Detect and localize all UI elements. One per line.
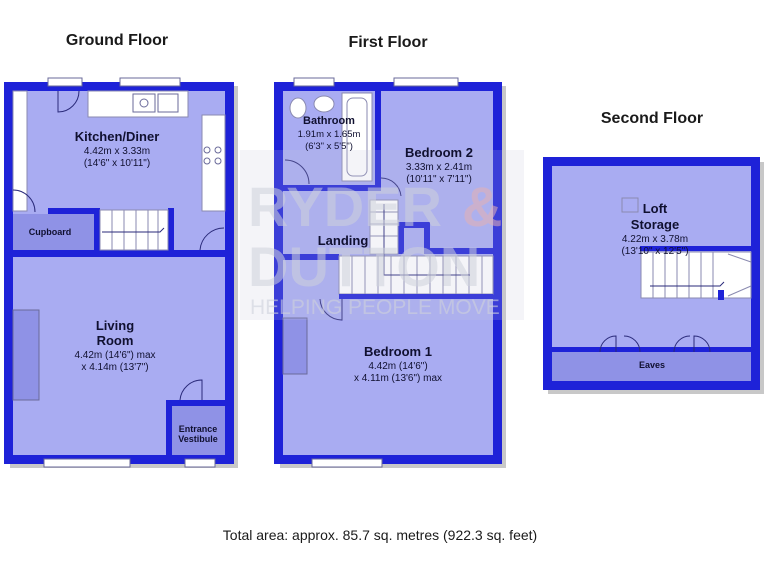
eaves-door-right-icon bbox=[673, 335, 691, 353]
bedroom2-metric: 3.33m x 2.41m bbox=[406, 162, 472, 173]
cupboard-door-icon bbox=[12, 189, 36, 213]
watermark-panel bbox=[240, 150, 524, 320]
watermark-line2: DUTTON bbox=[248, 235, 480, 298]
vestibule-door-icon bbox=[179, 379, 203, 401]
total-area: Total area: approx. 85.7 sq. metres (922… bbox=[223, 527, 537, 543]
vestibule-label-line1: Entrance bbox=[179, 424, 218, 434]
kitchen-living-wall bbox=[13, 250, 225, 257]
vestibule-wall-side bbox=[166, 400, 172, 455]
fireplace-icon bbox=[12, 309, 40, 401]
bedroom1-metric: 4.42m (14'6") bbox=[368, 361, 427, 372]
landing-wall-d bbox=[283, 254, 339, 260]
stair-bottom-wall bbox=[339, 294, 493, 299]
watermark-ampersand: & bbox=[462, 175, 502, 238]
living-label-line1: Living bbox=[96, 318, 134, 333]
bedroom2-door-icon bbox=[380, 177, 402, 197]
bedroom2-bottom-wall bbox=[430, 248, 493, 254]
kitchen-label: Kitchen/Diner bbox=[75, 129, 160, 144]
drainer-icon bbox=[157, 93, 179, 113]
living-metric: 4.42m (14'6") max bbox=[74, 350, 155, 361]
bathroom-label: Bathroom bbox=[303, 115, 355, 127]
hob-icon bbox=[203, 146, 222, 165]
toilet-icon bbox=[289, 97, 307, 119]
living-label-line2: Room bbox=[97, 333, 134, 348]
cupboard-side-wall bbox=[94, 208, 100, 256]
loft-staircase bbox=[640, 246, 752, 300]
ground-floor-heading: Ground Floor bbox=[66, 32, 168, 49]
ground-window-top-left bbox=[47, 77, 83, 87]
loft-hatch-icon bbox=[621, 197, 639, 213]
bathroom-bottom-wall bbox=[283, 185, 381, 191]
bedroom1-window bbox=[311, 458, 383, 468]
ground-floor-plan bbox=[4, 77, 238, 468]
bedroom2-label: Bedroom 2 bbox=[405, 145, 473, 160]
bedroom2-window bbox=[393, 77, 459, 87]
loft-label-line1: Loft bbox=[643, 201, 668, 216]
bedroom1-door-icon bbox=[319, 298, 343, 321]
landing-wall-a bbox=[398, 222, 404, 254]
bathroom-window bbox=[293, 77, 335, 87]
bathroom-bedroom2-wall bbox=[375, 91, 381, 191]
kitchen-worktop-right bbox=[201, 114, 226, 212]
first-floor-plan bbox=[274, 77, 506, 468]
second-floor-heading: Second Floor bbox=[601, 110, 703, 127]
stair-wall bbox=[168, 208, 174, 256]
bedroom2-imperial: (10'11" x 7'11") bbox=[406, 174, 472, 185]
kitchen-metric: 4.42m x 3.33m bbox=[84, 146, 150, 157]
front-door-icon bbox=[184, 458, 216, 468]
eaves-door-left-icon bbox=[599, 335, 617, 353]
bedroom1-imperial: x 4.11m (13'6") max bbox=[354, 373, 442, 384]
second-floor-plan bbox=[543, 157, 764, 394]
ground-floor-area bbox=[13, 91, 225, 455]
loft-stair-post bbox=[718, 290, 724, 300]
vestibule-label-line2: Vestibule bbox=[178, 434, 218, 444]
first-staircase bbox=[338, 199, 494, 295]
watermark-line1: RYDER bbox=[248, 175, 442, 238]
basin-icon bbox=[313, 95, 335, 113]
cupboard-label: Cupboard bbox=[29, 227, 72, 237]
kitchen-imperial: (14'6" x 10'11") bbox=[84, 158, 150, 169]
cupboard-area bbox=[13, 214, 94, 250]
first-floor-heading: First Floor bbox=[348, 34, 427, 51]
cupboard-top-wall bbox=[48, 208, 100, 214]
living-door-icon bbox=[199, 227, 225, 251]
eaves-label: Eaves bbox=[639, 360, 665, 370]
landing-label: Landing bbox=[318, 233, 369, 248]
loft-label-line2: Storage bbox=[631, 217, 679, 232]
back-door-icon bbox=[57, 90, 80, 113]
loft-metric: 4.22m x 3.78m bbox=[622, 234, 688, 245]
living-imperial: x 4.14m (13'7") bbox=[81, 362, 148, 373]
eaves-door-left2-icon bbox=[623, 335, 641, 353]
ground-window-top-right bbox=[119, 77, 181, 87]
loft-imperial: (13'10" x 12'5") bbox=[621, 246, 688, 257]
ground-window-bottom bbox=[43, 458, 131, 468]
ground-staircase bbox=[99, 209, 169, 251]
eaves-area bbox=[552, 352, 751, 381]
eaves-wall bbox=[552, 347, 751, 352]
bedroom1-fireplace-icon bbox=[282, 317, 308, 375]
sink-basin-icon bbox=[139, 98, 149, 108]
bath-inner-icon bbox=[346, 97, 368, 177]
bedroom1-label: Bedroom 1 bbox=[364, 344, 432, 359]
watermark-tagline: HELPING PEOPLE MOVE bbox=[250, 296, 500, 319]
sink-icon bbox=[132, 93, 156, 113]
landing-wall-b bbox=[404, 222, 430, 228]
kitchen-worktop-left bbox=[12, 90, 28, 212]
bathroom-metric: 1.91m x 1.65m bbox=[298, 129, 361, 140]
landing-wall-c bbox=[424, 222, 430, 254]
bathroom-door-icon bbox=[284, 159, 310, 185]
bathroom-imperial: (6'3" x 5'5") bbox=[305, 141, 353, 152]
watermark: RYDER & DUTTON HELPING PEOPLE MOVE bbox=[240, 150, 524, 320]
eaves-door-right2-icon bbox=[693, 335, 711, 353]
loft-stair-top-wall bbox=[640, 246, 751, 251]
vestibule-wall-top bbox=[166, 400, 225, 406]
vestibule-area bbox=[172, 406, 225, 455]
